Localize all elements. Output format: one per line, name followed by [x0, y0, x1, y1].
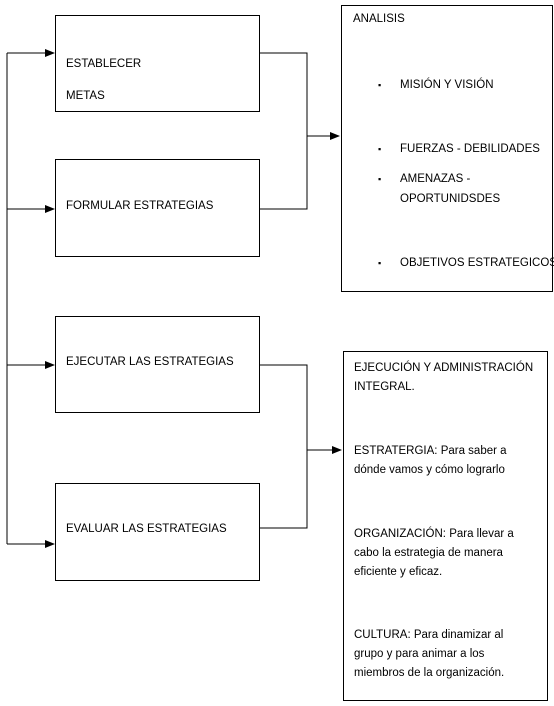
cultura-line: CULTURA: Para dinamizar al: [354, 629, 504, 641]
establecer-label: ESTABLECER: [66, 58, 142, 70]
bracket-bottom: [260, 364, 308, 529]
bracket-top: [260, 52, 308, 210]
cultura-paragraph: CULTURA: Para dinamizar al grupo y para …: [354, 626, 554, 683]
organizacion-line: ORGANIZACIÓN: Para llevar a: [354, 528, 514, 540]
estrategia-line: dónde vamos y cómo lograrlo: [354, 464, 505, 476]
analisis-item-mision: MISIÓN Y VISIÓN: [400, 79, 494, 91]
bullet-icon: ▪: [378, 144, 382, 154]
analisis-item-fuerzas: FUERZAS - DEBILIDADES: [400, 143, 540, 155]
estrategia-line: ESTRATERGIA: Para saber a: [354, 445, 507, 457]
organizacion-line: cabo la estrategia de manera: [354, 547, 503, 559]
ejecucion-title-line: EJECUCIÓN Y ADMINISTRACIÓN: [354, 362, 534, 374]
ejecutar-label: EJECUTAR LAS ESTRATEGIAS: [66, 356, 234, 368]
analisis-box: ANALISIS ▪ MISIÓN Y VISIÓN ▪ FUERZAS - D…: [341, 5, 554, 292]
ejecucion-title-line: INTEGRAL.: [354, 381, 415, 393]
analisis-title: ANALISIS: [353, 13, 405, 25]
metas-label: METAS: [66, 90, 105, 102]
bullet-icon: ▪: [378, 80, 382, 90]
estrategia-paragraph: ESTRATERGIA: Para saber a dónde vamos y …: [354, 442, 554, 480]
formular-estrategias-box: FORMULAR ESTRATEGIAS: [55, 159, 260, 257]
ejecutar-estrategias-box: EJECUTAR LAS ESTRATEGIAS: [55, 316, 260, 413]
analisis-item-amenazas: AMENAZAS -: [400, 173, 471, 185]
organizacion-line: eficiente y eficaz.: [354, 566, 443, 578]
cultura-line: miembros de la organización.: [354, 667, 505, 679]
analisis-item-objetivos: OBJETIVOS ESTRATEGICOS: [400, 257, 554, 269]
evaluar-label: EVALUAR LAS ESTRATEGIAS: [66, 523, 227, 535]
cultura-line: grupo y para animar a los: [354, 648, 485, 660]
analisis-item-oportunidades: OPORTUNIDSDES: [400, 193, 501, 205]
ejecucion-title: EJECUCIÓN Y ADMINISTRACIÓN INTEGRAL.: [354, 359, 554, 397]
bullet-icon: ▪: [378, 174, 382, 184]
evaluar-estrategias-box: EVALUAR LAS ESTRATEGIAS: [55, 483, 260, 581]
organizacion-paragraph: ORGANIZACIÓN: Para llevar a cabo la estr…: [354, 525, 554, 582]
formular-label: FORMULAR ESTRATEGIAS: [66, 200, 214, 212]
bullet-icon: ▪: [378, 258, 382, 268]
establecer-metas-box: ESTABLECER METAS: [55, 15, 260, 112]
ejecucion-box: EJECUCIÓN Y ADMINISTRACIÓN INTEGRAL. EST…: [343, 351, 548, 701]
